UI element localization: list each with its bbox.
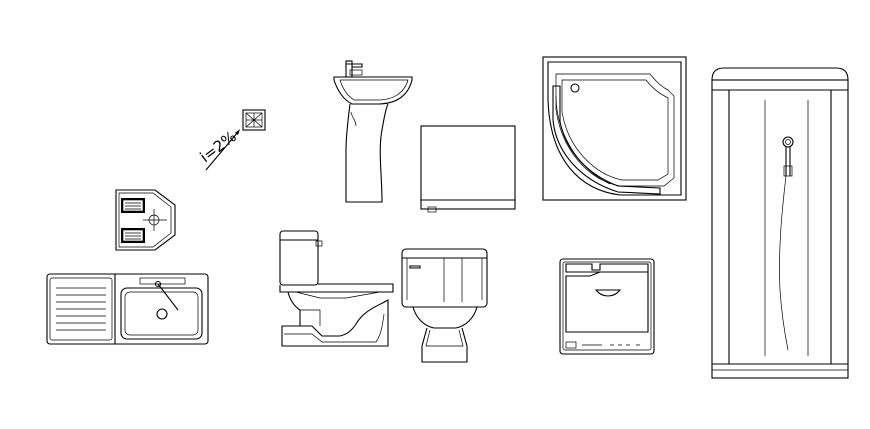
corner-shower-tray [542, 56, 687, 201]
toilet-side-view [279, 230, 394, 347]
kitchen-sink-with-drainboard [46, 273, 209, 345]
slope-annotation: i=2% [197, 127, 240, 171]
toilet-front-view [401, 248, 488, 363]
floor-drain [242, 109, 266, 131]
bathtub-side-view [420, 125, 516, 213]
squat-toilet-plan [115, 189, 176, 251]
shower-cabin [711, 67, 849, 379]
pedestal-washbasin [333, 60, 413, 203]
washing-machine [559, 258, 655, 355]
slope-label: i=2% [197, 127, 240, 166]
